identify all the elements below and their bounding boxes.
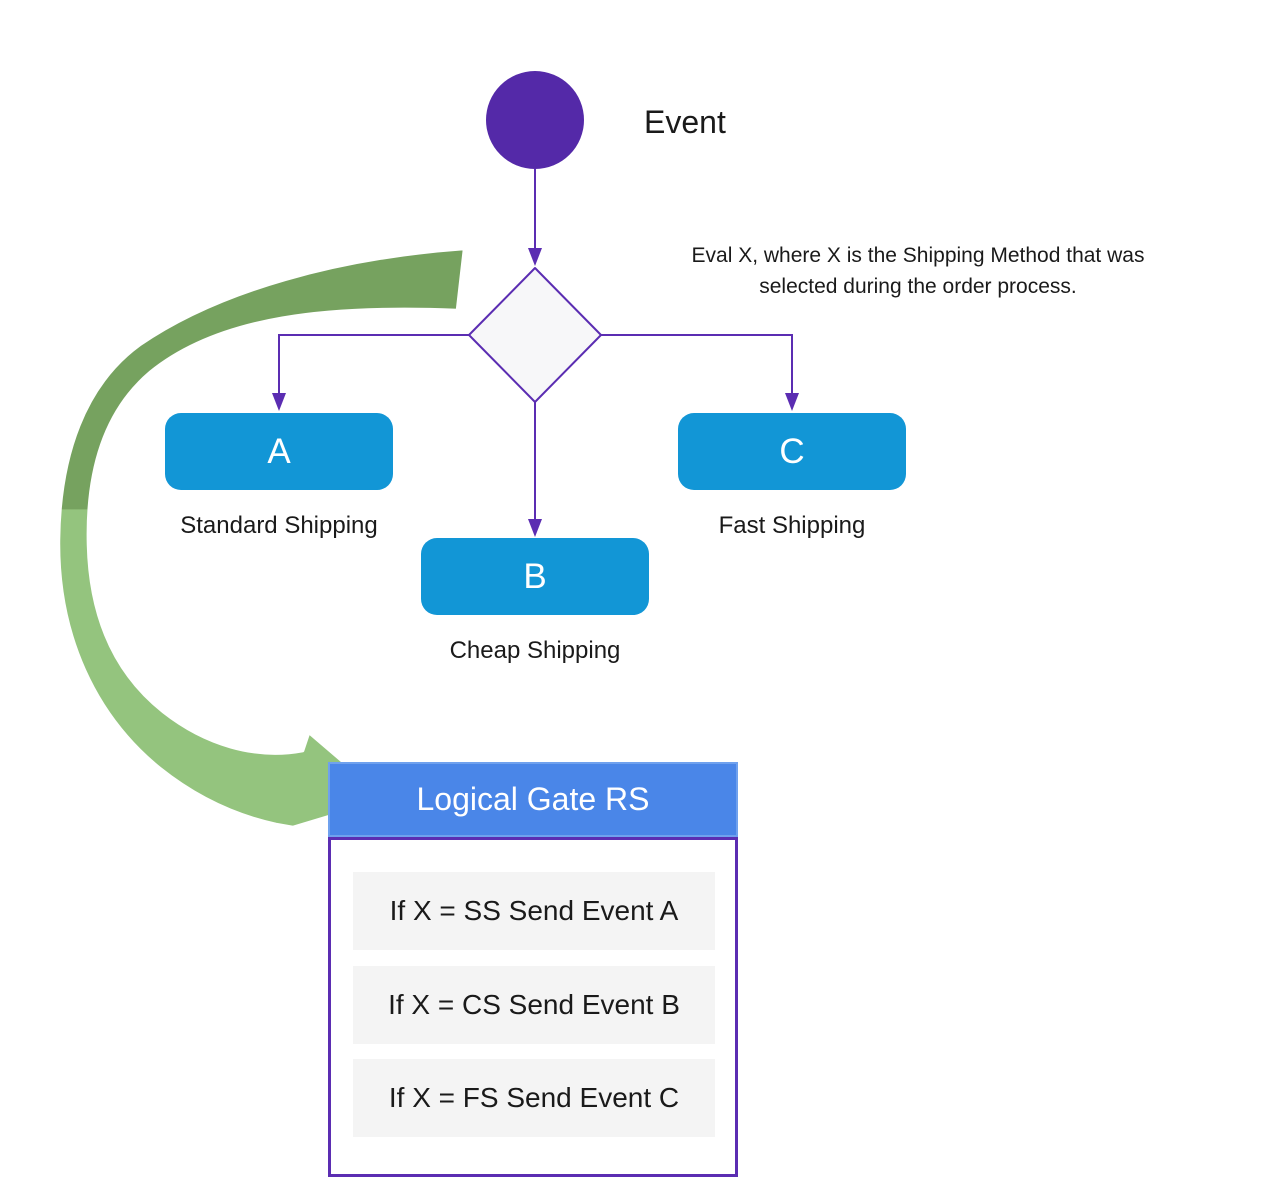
logical-gate-title: Logical Gate RS bbox=[416, 781, 650, 817]
decision-caption-line1: Eval X, where X is the Shipping Method t… bbox=[691, 244, 1145, 267]
branch-label-cheap-shipping: Cheap Shipping bbox=[449, 637, 621, 664]
task-box-b-letter: B bbox=[523, 556, 547, 596]
event-label: Event bbox=[644, 104, 726, 140]
curved-arrow bbox=[57, 247, 466, 829]
logical-gate-body: If X = SS Send Event A If X = CS Send Ev… bbox=[328, 837, 738, 1177]
branch-label-standard-shipping: Standard Shipping bbox=[180, 512, 378, 539]
event-start-circle bbox=[486, 71, 584, 169]
task-box-a-letter: A bbox=[267, 431, 291, 471]
gate-rule-row: If X = CS Send Event B bbox=[353, 966, 715, 1044]
branch-label-fast-shipping: Fast Shipping bbox=[718, 512, 866, 539]
logical-gate-header: Logical Gate RS bbox=[328, 762, 738, 837]
decision-caption: Eval X, where X is the Shipping Method t… bbox=[620, 240, 1216, 302]
arrowhead-decision bbox=[528, 248, 542, 266]
gate-rule-row: If X = SS Send Event A bbox=[353, 872, 715, 950]
task-box-c-letter: C bbox=[779, 431, 805, 471]
task-box-c: C bbox=[678, 413, 906, 490]
arrowhead-c bbox=[785, 393, 799, 411]
decision-caption-line2: selected during the order process. bbox=[759, 275, 1077, 298]
connector-decision-to-c bbox=[601, 334, 793, 393]
decision-diamond bbox=[468, 267, 602, 403]
task-box-a: A bbox=[165, 413, 393, 490]
arrowhead-a bbox=[272, 393, 286, 411]
connector-decision-to-a bbox=[278, 334, 469, 393]
arrowhead-b bbox=[528, 519, 542, 537]
task-box-b: B bbox=[421, 538, 649, 615]
gate-rule-row: If X = FS Send Event C bbox=[353, 1059, 715, 1137]
